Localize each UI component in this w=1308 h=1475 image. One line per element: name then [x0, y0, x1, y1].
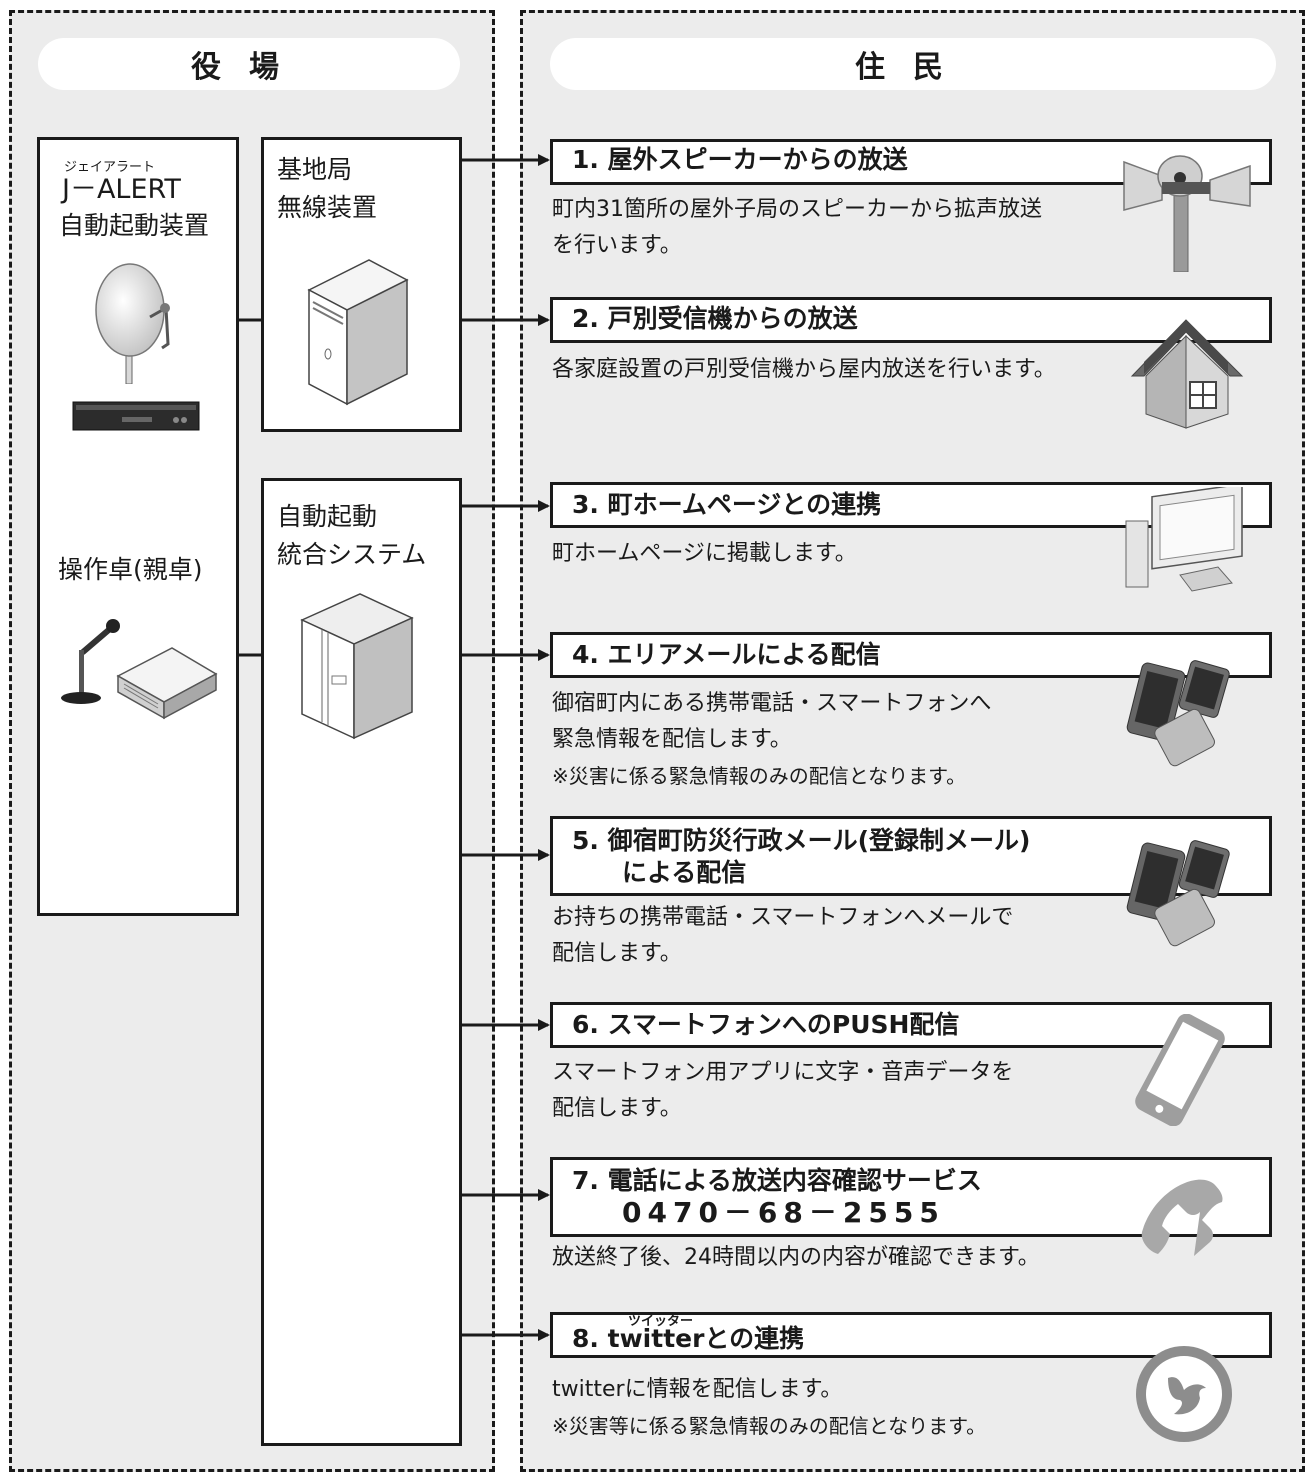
- service-5-title: 5. 御宿町防災行政メール(登録制メール): [572, 824, 1030, 858]
- twitter-bird-icon: [1136, 1346, 1232, 1442]
- outdoor-speaker-icon: [1123, 155, 1251, 272]
- integrated-system-cabinet-icon: [300, 593, 414, 740]
- service-8-desc: twitterに情報を配信します。 ※災害等に係る緊急情報のみの配信となります。: [552, 1372, 986, 1444]
- office-header: 役場: [38, 38, 460, 90]
- service-7-desc: 放送終了後、24時間以内の内容が確認できます。: [552, 1240, 1040, 1276]
- service-5-desc-line-1: お持ちの携帯電話・スマートフォンへメールで: [552, 905, 1014, 930]
- service-6-desc-line-2: 配信します。: [552, 1096, 682, 1121]
- mobile-phones-icon: [1126, 840, 1230, 947]
- residents-header-text: 住民: [855, 50, 971, 85]
- service-6-desc-line-1: スマートフォン用アプリに文字・音声データを: [552, 1060, 1014, 1085]
- service-5-title-text: 御宿町防災行政メール(登録制メール): [607, 826, 1031, 855]
- service-3-title: 3. 町ホームページとの連携: [572, 488, 881, 522]
- jalert-name: J－ALERT: [62, 174, 181, 205]
- service-6-title-text: スマートフォンへのPUSH配信: [607, 1010, 960, 1039]
- smartphone-icon: [1135, 1014, 1225, 1126]
- service-3-title-text: 町ホームページとの連携: [607, 490, 882, 519]
- service-1-desc-line-1: 町内31箇所の屋外子局のスピーカーから拡声放送: [552, 197, 1042, 222]
- house-icon: [1130, 319, 1244, 429]
- console-label: 操作卓(親卓): [58, 555, 203, 584]
- service-8-number: 8.: [572, 1324, 599, 1353]
- service-1-title-text: 屋外スピーカーからの放送: [607, 145, 908, 174]
- service-4-title: 4. エリアメールによる配信: [572, 638, 881, 672]
- service-3-desc: 町ホームページに掲載します。: [552, 536, 857, 572]
- jalert-ruby: ジェイアラート: [64, 160, 156, 175]
- telephone-handset-icon: [1141, 1179, 1223, 1256]
- service-8-title-bar: [550, 1312, 1272, 1358]
- service-3-number: 3.: [572, 490, 599, 519]
- service-6-title: 6. スマートフォンへのPUSH配信: [572, 1008, 959, 1042]
- service-6-desc: スマートフォン用アプリに文字・音声データを配信します。: [552, 1055, 1013, 1127]
- service-4-desc-line-1: 御宿町内にある携帯電話・スマートフォンへ: [552, 691, 992, 716]
- service-7-title-text: 電話による放送内容確認サービス: [607, 1166, 982, 1195]
- service-5-number: 5.: [572, 826, 599, 855]
- service-5-desc: お持ちの携帯電話・スマートフォンへメールで配信します。: [552, 900, 1013, 972]
- service-8-title-ruby: ツイッター: [628, 1314, 694, 1329]
- service-5-desc-line-2: 配信します。: [552, 941, 682, 966]
- base-station-label-2: 無線装置: [277, 193, 378, 222]
- service-1-title: 1. 屋外スピーカーからの放送: [572, 143, 908, 177]
- satellite-dish-icon: [95, 263, 170, 384]
- service-4-desc: 御宿町内にある携帯電話・スマートフォンへ緊急情報を配信します。 ※災害に係る緊急情…: [552, 686, 991, 794]
- tuner-box-icon: [72, 401, 200, 431]
- service-4-desc-line-3: ※災害に係る緊急情報のみの配信となります。: [552, 764, 967, 788]
- service-2-desc: 各家庭設置の戸別受信機から屋内放送を行います。: [552, 352, 1056, 388]
- residents-header: 住民: [550, 38, 1276, 90]
- service-8-desc-line-2: ※災害等に係る緊急情報のみの配信となります。: [552, 1414, 987, 1438]
- service-8-title: 8. twitterとの連携: [572, 1322, 804, 1356]
- service-6-number: 6.: [572, 1010, 599, 1039]
- microphone-icon: [61, 619, 120, 704]
- service-4-number: 4.: [572, 640, 599, 669]
- service-2-number: 2.: [572, 304, 599, 333]
- service-1-desc: 町内31箇所の屋外子局のスピーカーから拡声放送を行います。: [552, 192, 1042, 264]
- server-icon: [307, 259, 409, 406]
- service-7-title: 7. 電話による放送内容確認サービス: [572, 1164, 982, 1198]
- service-7-number: 7.: [572, 1166, 599, 1195]
- office-header-text: 役場: [191, 50, 307, 85]
- service-8-desc-line-1: twitterに情報を配信します。: [552, 1377, 843, 1402]
- mobile-phones-icon: [1126, 660, 1230, 767]
- service-6-title-bar: [550, 1002, 1272, 1048]
- service-2-title-bar: [550, 297, 1272, 343]
- service-2-desc-line-1: 各家庭設置の戸別受信機から屋内放送を行います。: [552, 357, 1056, 382]
- auto-system-label-2: 統合システム: [277, 540, 427, 569]
- service-4-desc-line-2: 緊急情報を配信します。: [552, 727, 792, 752]
- base-station-label-1: 基地局: [277, 155, 353, 184]
- service-4-title-text: エリアメールによる配信: [607, 640, 881, 669]
- service-2-title-text: 戸別受信機からの放送: [607, 304, 858, 333]
- service-1-number: 1.: [572, 145, 599, 174]
- service-5-title-line-2: による配信: [622, 858, 747, 887]
- service-3-desc-line-1: 町ホームページに掲載します。: [552, 541, 857, 566]
- service-7-phone-number: 0470－68－2555: [622, 1196, 945, 1229]
- service-7-desc-line-1: 放送終了後、24時間以内の内容が確認できます。: [552, 1245, 1040, 1270]
- auto-system-label-1: 自動起動: [277, 502, 378, 531]
- jalert-device-label: 自動起動装置: [59, 211, 210, 240]
- service-2-title: 2. 戸別受信機からの放送: [572, 302, 858, 336]
- desktop-computer-icon: [1125, 487, 1243, 592]
- console-device-icon: [116, 647, 218, 720]
- service-1-desc-line-2: を行います。: [552, 233, 682, 258]
- service-8-title-text: twitterとの連携: [607, 1324, 805, 1353]
